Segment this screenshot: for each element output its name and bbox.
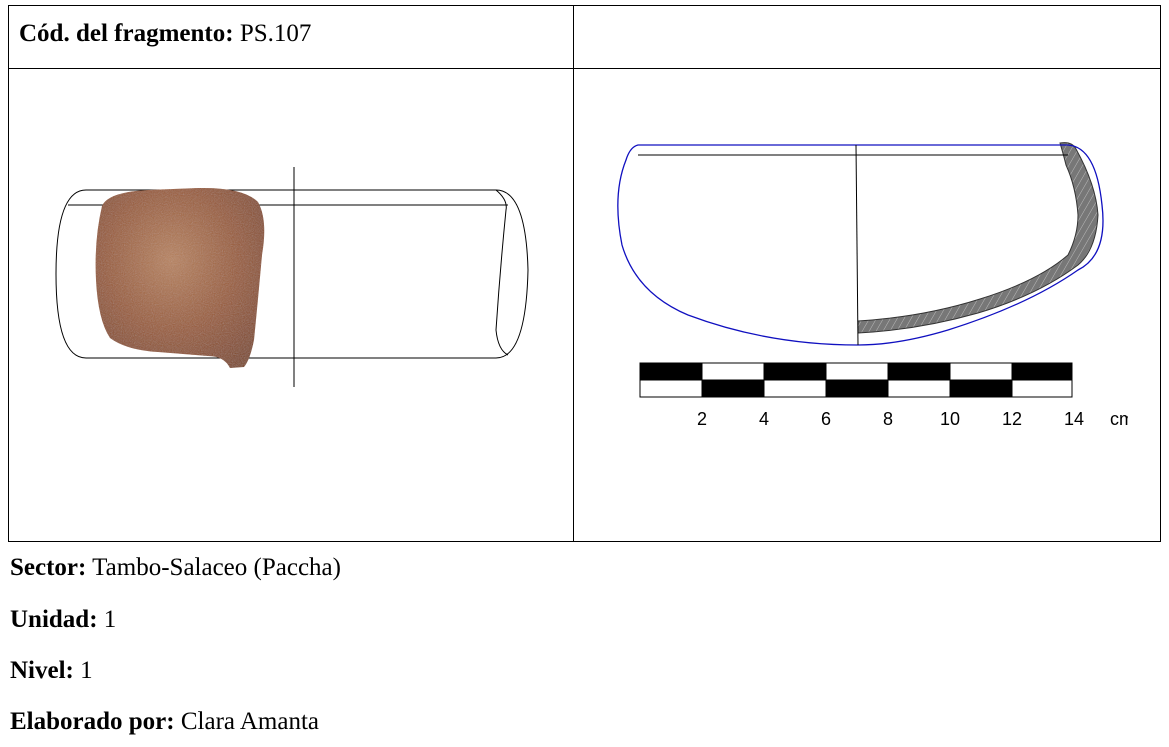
scale-bar: [639, 362, 1073, 398]
scale-tick-10: 10: [940, 409, 960, 429]
scale-tick-12: 12: [1002, 409, 1022, 429]
scale-unit: cm: [1110, 409, 1128, 429]
vessel-profile-drawing: 2 4 6 8 10 12 14 cm: [617, 142, 1128, 429]
table-center-divider: [573, 5, 574, 542]
elaborado-value: Clara Amanta: [180, 708, 320, 735]
table-right-border: [1160, 5, 1161, 542]
scale-tick-14: 14: [1064, 409, 1084, 429]
fragment-code-label: Cód. del fragmento:: [19, 20, 234, 47]
sherd-photo-panel: [55, 167, 529, 387]
nivel-line: Nivel: 1: [10, 656, 93, 686]
sector-label: Sector:: [10, 554, 87, 581]
nivel-label: Nivel:: [10, 657, 74, 684]
elaborado-line: Elaborado por: Clara Amanta: [10, 707, 319, 737]
sherd-photo: [95, 187, 265, 368]
scale-tick-8: 8: [883, 409, 893, 429]
vessel-wall-section: [857, 142, 1099, 334]
scale-tick-4: 4: [759, 409, 769, 429]
elaborado-label: Elaborado por:: [10, 708, 175, 735]
table-top-border: [8, 5, 1161, 6]
fragment-record-sheet: Cód. del fragmento: PS.107: [8, 5, 1161, 747]
scale-tick-6: 6: [821, 409, 831, 429]
unidad-label: Unidad:: [10, 606, 98, 633]
fragment-code-value: PS.107: [239, 20, 312, 47]
sector-value: Tambo-Salaceo (Paccha): [92, 554, 341, 581]
scale-tick-2: 2: [697, 409, 707, 429]
image-row-bottom-border: [8, 541, 1161, 542]
fragment-code: Cód. del fragmento: PS.107: [19, 19, 311, 49]
scale-labels: 2 4 6 8 10 12 14 cm: [697, 409, 1128, 429]
table-left-border: [8, 5, 9, 542]
sector-line: Sector: Tambo-Salaceo (Paccha): [10, 553, 341, 583]
header-row-divider: [8, 68, 1161, 69]
nivel-value: 1: [80, 657, 93, 684]
unidad-line: Unidad: 1: [10, 605, 116, 635]
unidad-value: 1: [103, 606, 117, 633]
vessel-profile-outline: [617, 144, 1104, 346]
